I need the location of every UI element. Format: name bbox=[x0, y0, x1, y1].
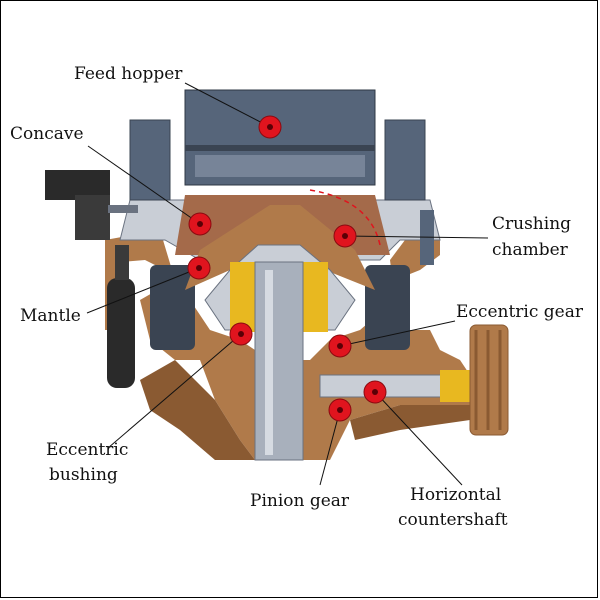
leader-pinion-gear bbox=[319, 409, 341, 486]
marker-pinion-gear bbox=[328, 398, 352, 422]
label-horizontal-countershaft-line1: Horizontal bbox=[410, 485, 502, 505]
feed-hopper-band bbox=[195, 155, 365, 177]
label-mantle: Mantle bbox=[20, 306, 81, 326]
gold-bushing-left bbox=[230, 262, 258, 332]
main-shaft bbox=[254, 261, 304, 461]
label-crushing-chamber-line1: Crushing bbox=[492, 214, 572, 234]
marker-mantle bbox=[187, 256, 211, 280]
marker-eccentric-bushing bbox=[229, 322, 253, 346]
leader-horizontal-countershaft bbox=[374, 391, 463, 486]
marker-concave bbox=[188, 212, 212, 236]
label-eccentric-bushing-line1: Eccentric bbox=[46, 440, 129, 460]
control-unit-connector bbox=[108, 205, 138, 213]
marker-eccentric-gear bbox=[328, 334, 352, 358]
label-concave: Concave bbox=[10, 124, 84, 144]
right-cylinder-stack bbox=[384, 119, 426, 201]
marker-crushing-chamber bbox=[333, 224, 357, 248]
feed-hopper-rim bbox=[185, 145, 375, 151]
right-lower-cylinder bbox=[365, 265, 410, 350]
frame-right-shading bbox=[350, 405, 470, 440]
leader-crushing-chamber bbox=[344, 235, 489, 239]
main-shaft-highlight bbox=[265, 270, 273, 455]
hydraulic-motor-top bbox=[115, 245, 129, 280]
frame-lower-shading bbox=[140, 360, 255, 460]
label-feed-hopper: Feed hopper bbox=[74, 64, 183, 84]
label-eccentric-gear: Eccentric gear bbox=[456, 302, 583, 322]
leader-feed-hopper bbox=[184, 82, 271, 128]
hydraulic-motor bbox=[107, 278, 135, 388]
leader-concave bbox=[87, 145, 201, 225]
leader-eccentric-gear bbox=[339, 320, 456, 347]
marker-horizontal-countershaft bbox=[363, 380, 387, 404]
gold-bushing-right bbox=[300, 262, 328, 332]
control-unit-body bbox=[75, 195, 110, 240]
chamber-dashed-outline bbox=[309, 189, 381, 246]
marker-feed-hopper bbox=[258, 115, 282, 139]
leader-eccentric-bushing bbox=[107, 333, 242, 449]
left-lower-cylinder bbox=[150, 265, 195, 350]
left-cylinder-stack bbox=[129, 119, 171, 201]
label-pinion-gear: Pinion gear bbox=[250, 491, 350, 511]
label-crushing-chamber-line2: chamber bbox=[492, 240, 568, 260]
label-horizontal-countershaft-line2: countershaft bbox=[398, 510, 508, 530]
leader-mantle bbox=[86, 267, 200, 314]
countershaft-gold-band bbox=[440, 370, 470, 402]
label-eccentric-bushing-line2: bushing bbox=[49, 465, 118, 485]
